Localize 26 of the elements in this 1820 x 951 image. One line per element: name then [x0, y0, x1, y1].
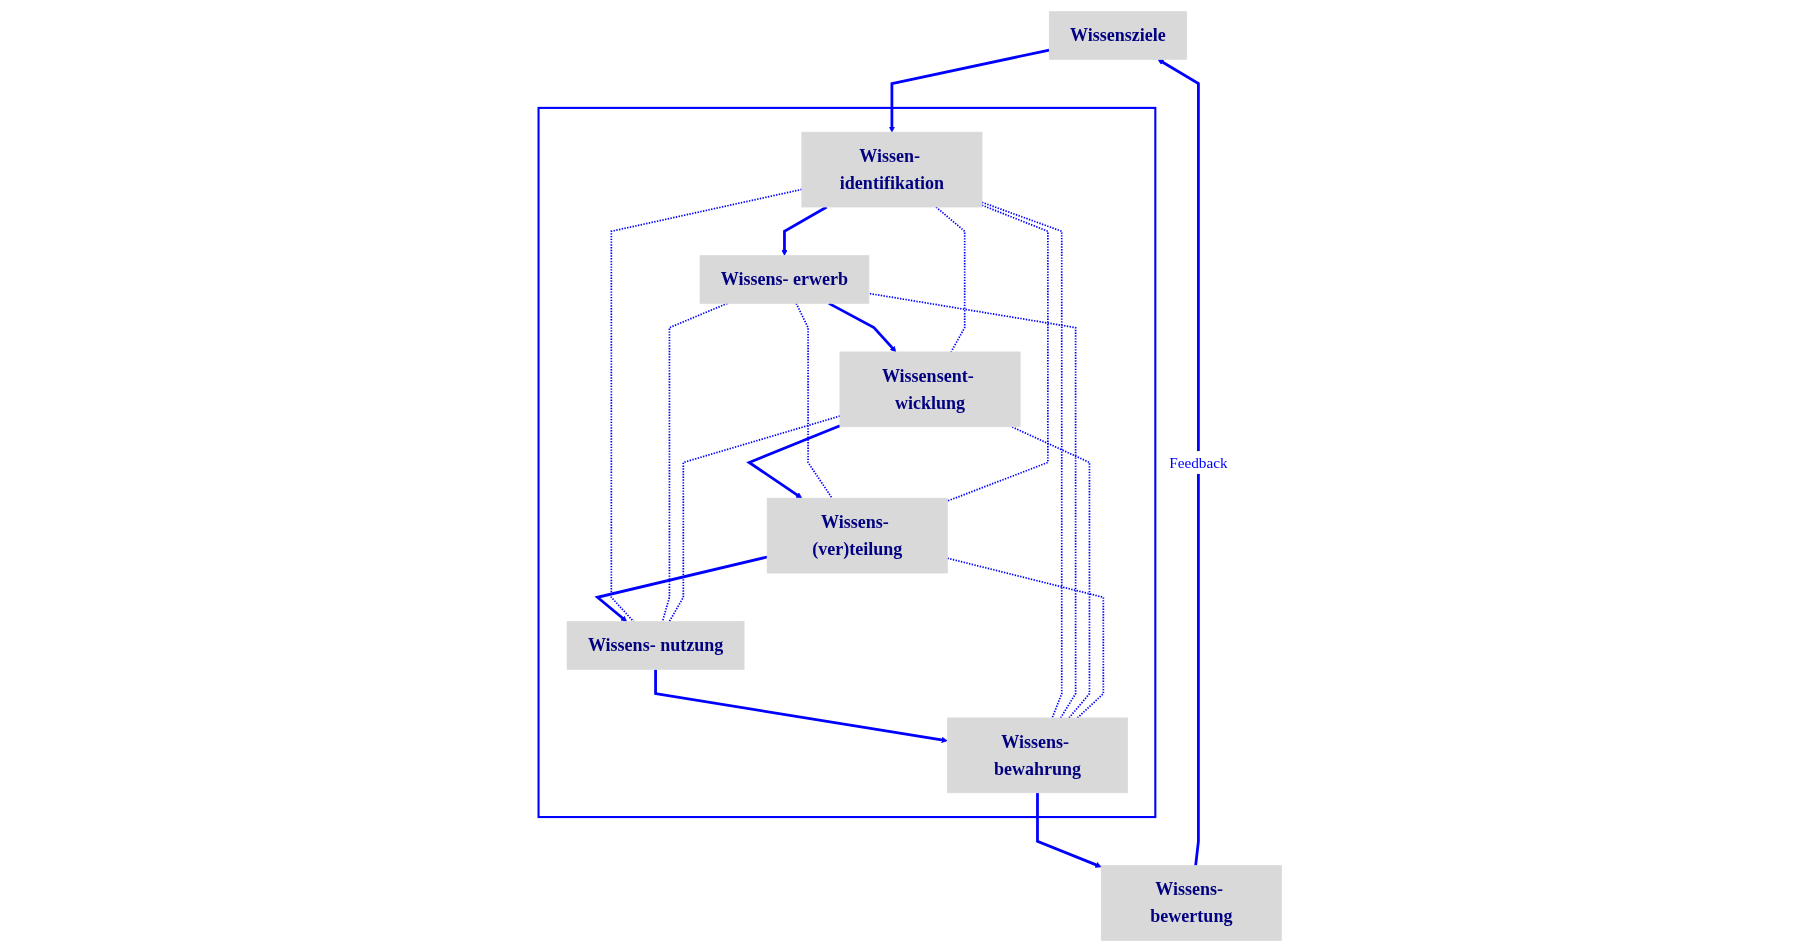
arrow	[654, 668, 948, 743]
node-box: Wissensziele	[1048, 10, 1187, 60]
cluster	[537, 106, 1157, 818]
node-box: Wissens- nutzung	[566, 620, 745, 670]
connector	[946, 203, 1049, 502]
connector	[795, 302, 833, 499]
node-box: Wissens- erwerb	[699, 254, 870, 304]
arrow	[594, 555, 768, 622]
arrow	[781, 205, 828, 256]
node-box: Wissens- (ver)teilung	[766, 497, 948, 573]
arrow	[746, 424, 841, 498]
arrow	[1036, 792, 1102, 868]
connector	[610, 188, 803, 622]
edge-label: Feedback	[1169, 453, 1228, 471]
arrow	[1157, 58, 1200, 866]
node-box: Wissens- bewahrung	[947, 717, 1128, 793]
arrow	[828, 301, 897, 352]
connector	[935, 205, 966, 353]
node-box: Wissensent- wicklung	[839, 351, 1021, 427]
connector	[868, 292, 1077, 719]
arrow	[888, 48, 1050, 132]
node-box: Wissens- bewertung	[1100, 864, 1282, 941]
node-box: Wissen- identifikation	[801, 131, 983, 207]
connector	[1010, 425, 1091, 719]
connector	[661, 302, 729, 622]
connector	[668, 414, 841, 622]
